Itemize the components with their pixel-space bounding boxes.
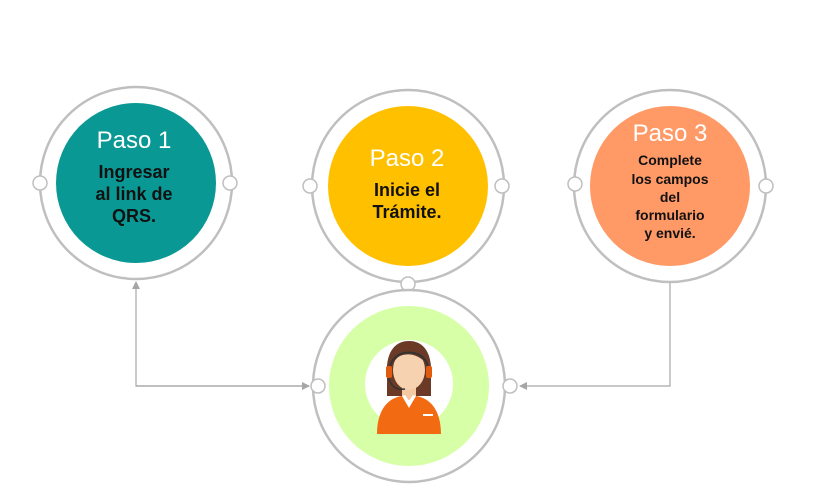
step2-description: Inicie el Trámite. <box>372 180 441 224</box>
center-right-dot <box>502 378 518 394</box>
connector-step3 <box>519 282 671 390</box>
step3-line: Complete <box>638 152 702 169</box>
center-node <box>310 288 518 484</box>
step1-content: Paso 1 Ingresar al link de QRS. <box>60 127 208 228</box>
connector-step1 <box>132 281 309 387</box>
step2-circle <box>328 106 488 266</box>
step2-line: Trámite. <box>372 202 442 223</box>
step3-title: Paso 3 <box>632 120 708 147</box>
step3-circle <box>590 106 750 266</box>
step3-line: los campos <box>631 170 709 187</box>
step3-right-dot <box>758 178 774 194</box>
step1-line: al link de <box>95 184 173 205</box>
step1-circle <box>56 103 216 263</box>
step3-left-dot <box>567 176 583 192</box>
step3-line: del <box>659 188 681 205</box>
step2-title: Paso 2 <box>369 145 445 172</box>
step2-right-dot <box>494 178 510 194</box>
step3-node <box>567 88 774 284</box>
step3-line: formulario <box>635 206 705 223</box>
step1-line: Ingresar <box>98 162 170 183</box>
agent-headset-icon <box>365 340 453 434</box>
step1-left-dot <box>32 175 48 191</box>
step1-title: Paso 1 <box>96 127 172 154</box>
step1-line: QRS. <box>111 206 156 227</box>
step3-description: Complete los campos del formulario y env… <box>631 151 708 242</box>
step3-line: y envié. <box>644 225 696 242</box>
step2-left-dot <box>302 178 318 194</box>
center-left-dot <box>310 378 326 394</box>
step1-node <box>32 85 238 281</box>
connectors <box>132 281 671 390</box>
step1-right-dot <box>222 175 238 191</box>
step2-node <box>302 88 510 292</box>
step2-content: Paso 2 Inicie el Trámite. <box>332 145 482 224</box>
step3-content: Paso 3 Complete los campos del formulari… <box>594 120 746 242</box>
step2-line: Inicie el <box>373 180 441 201</box>
step1-description: Ingresar al link de QRS. <box>95 162 172 228</box>
